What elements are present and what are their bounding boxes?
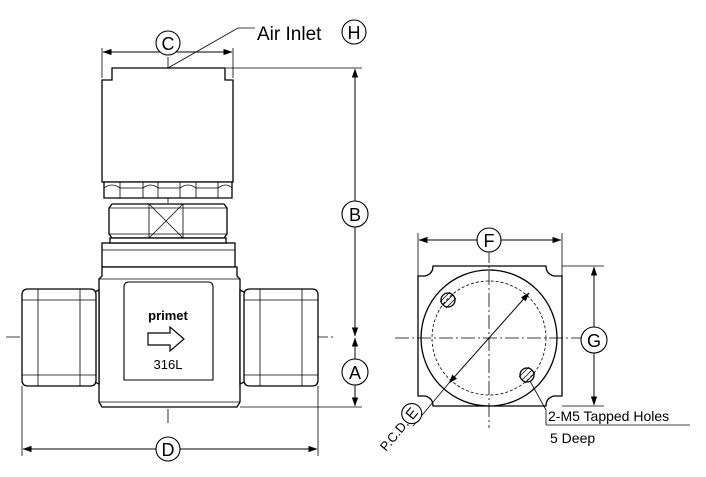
valve-body — [98, 266, 241, 408]
right-end-fitting — [243, 288, 319, 387]
pcd-callout: P.C.D. E — [377, 402, 423, 454]
dimension-g: G — [562, 265, 608, 407]
material-label: 316L — [154, 357, 183, 372]
brand-label: primet — [148, 308, 188, 323]
front-view: primet 316L C — [6, 19, 369, 462]
callout-a: A — [349, 363, 361, 383]
dimension-a: A — [240, 337, 369, 408]
left-end-fitting — [21, 288, 97, 387]
depth-label: 5 Deep — [550, 430, 595, 446]
dimension-d: D — [21, 386, 319, 462]
callout-c: C — [162, 34, 175, 54]
callout-b: B — [349, 205, 361, 225]
actuator-hex-band — [103, 181, 233, 199]
actuator — [101, 67, 234, 183]
callout-f: F — [484, 231, 495, 251]
air-inlet-label: Air Inlet — [257, 24, 322, 45]
dimension-b: B — [226, 67, 369, 337]
callout-h: H — [348, 23, 361, 43]
tapped-holes-note: 2-M5 Tapped Holes 5 Deep — [529, 380, 690, 446]
pcd-dimension-line — [448, 292, 530, 384]
bonnet-neck — [101, 237, 236, 268]
callout-g: G — [587, 331, 601, 351]
tapped-holes-label: 2-M5 Tapped Holes — [548, 408, 669, 424]
dimension-c: C — [101, 30, 234, 78]
flow-arrow-icon — [147, 325, 185, 353]
air-inlet-callout: Air Inlet H — [167, 19, 367, 69]
dimension-f: F — [417, 227, 563, 276]
bonnet-nut — [108, 203, 228, 239]
callout-d: D — [162, 440, 175, 460]
label-plate: primet 316L — [123, 281, 214, 381]
bottom-view: P.C.D. E F G 2-M5 Tapped Holes 5 Deep — [377, 227, 690, 454]
